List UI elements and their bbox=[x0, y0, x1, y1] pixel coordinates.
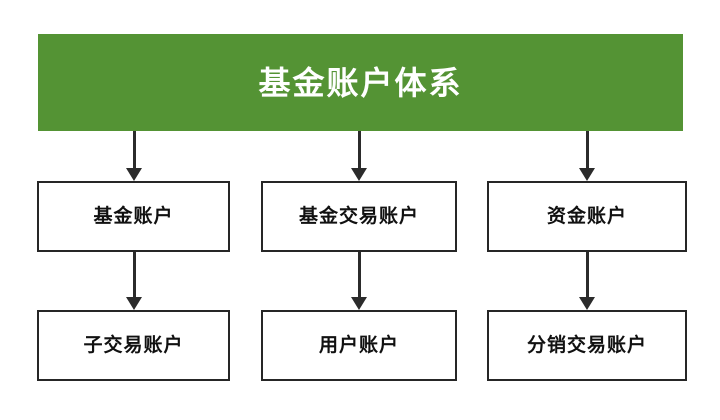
root-node-banner[interactable]: 基金账户体系 bbox=[38, 34, 683, 131]
node-capital-account[interactable]: 资金账户 bbox=[487, 181, 687, 252]
node-fund-trade-account[interactable]: 基金交易账户 bbox=[261, 181, 457, 252]
arrow-stem bbox=[133, 131, 136, 169]
arrow-root-to-fund-trade-account bbox=[351, 131, 367, 181]
arrow-stem bbox=[586, 131, 589, 169]
arrowhead-icon bbox=[351, 168, 367, 181]
arrow-root-to-capital-account bbox=[579, 131, 595, 181]
node-label: 子交易账户 bbox=[83, 334, 184, 356]
arrow-stem bbox=[358, 252, 361, 298]
node-fund-account[interactable]: 基金账户 bbox=[37, 181, 230, 252]
root-node-label: 基金账户体系 bbox=[258, 63, 463, 102]
arrow-stem bbox=[133, 252, 136, 298]
arrow-fund-account-to-sub-trade-account bbox=[126, 252, 142, 310]
arrowhead-icon bbox=[126, 297, 142, 310]
node-label: 基金交易账户 bbox=[298, 205, 419, 227]
node-label: 用户账户 bbox=[318, 334, 399, 356]
arrowhead-icon bbox=[579, 297, 595, 310]
node-label: 分销交易账户 bbox=[526, 334, 647, 356]
arrow-capital-account-to-distribution-trade-account bbox=[579, 252, 595, 310]
node-distribution-trade-account[interactable]: 分销交易账户 bbox=[487, 310, 687, 381]
arrow-root-to-fund-account bbox=[126, 131, 142, 181]
node-label: 基金账户 bbox=[93, 205, 174, 227]
node-sub-trade-account[interactable]: 子交易账户 bbox=[37, 310, 230, 381]
arrow-fund-trade-account-to-user-account bbox=[351, 252, 367, 310]
node-label: 资金账户 bbox=[546, 205, 627, 227]
arrow-stem bbox=[358, 131, 361, 169]
arrowhead-icon bbox=[126, 168, 142, 181]
node-user-account[interactable]: 用户账户 bbox=[261, 310, 457, 381]
arrow-stem bbox=[586, 252, 589, 298]
arrowhead-icon bbox=[579, 168, 595, 181]
arrowhead-icon bbox=[351, 297, 367, 310]
